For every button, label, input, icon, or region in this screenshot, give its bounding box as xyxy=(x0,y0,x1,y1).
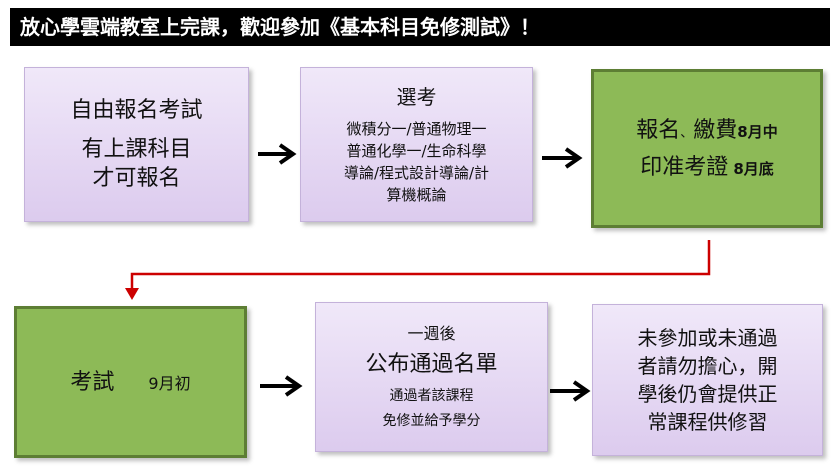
admission-ticket: 印准考證 xyxy=(640,154,729,180)
exam-date: 9月初 xyxy=(148,374,191,393)
notice-line2: 者請勿擔心，開 xyxy=(637,354,778,378)
select-line2: 普通化學一/生命科學 xyxy=(346,141,487,160)
exam-main: 考試 xyxy=(70,369,115,395)
payment-line1: 報名、繳費8月中 xyxy=(636,116,777,145)
select-line3: 導論/程式設計導論/計 xyxy=(343,163,490,182)
step-select-subject-box: 選考 微積分一/普通物理一 普通化學一/生命科學 導論/程式設計導論/計 算機概… xyxy=(300,67,533,222)
result-line4: 免修並給予學分 xyxy=(382,413,481,429)
payment-separator: 、 xyxy=(680,125,694,141)
result-line3: 通過者該課程 xyxy=(389,388,474,404)
select-line4: 算機概論 xyxy=(386,185,447,204)
arrow-right-icon xyxy=(256,142,298,166)
arrow-right-icon xyxy=(548,379,592,403)
payment-line2: 印准考證 8月底 xyxy=(640,153,774,182)
notice-line4: 常課程供修習 xyxy=(647,410,768,434)
step-notice-box: 未參加或未通過 者請勿擔心，開 學後仍會提供正 常課程供修習 xyxy=(592,304,823,456)
result-line2: 公布通過名單 xyxy=(365,352,498,377)
register-line2: 有上課科目 xyxy=(81,137,192,162)
select-heading: 選考 xyxy=(396,84,437,109)
register-line1: 自由報名考試 xyxy=(70,98,203,123)
payment-main: 報名 xyxy=(636,117,681,143)
admission-date: 8月底 xyxy=(733,159,774,178)
payment-date: 8月中 xyxy=(737,122,778,141)
register-line3: 才可報名 xyxy=(92,166,181,191)
payment-main2: 繳費 xyxy=(693,117,738,143)
arrow-right-icon xyxy=(258,374,304,398)
step-payment-box: 報名、繳費8月中 印准考證 8月底 xyxy=(591,69,823,228)
notice-line1: 未參加或未通過 xyxy=(637,326,778,350)
select-line1: 微積分一/普通物理一 xyxy=(346,119,487,138)
result-line1: 一週後 xyxy=(407,324,456,343)
step-exam-box: 考試 9月初 xyxy=(14,306,247,458)
page-title: 放心學雲端教室上完課，歡迎參加《基本科目免修測試》！ xyxy=(10,8,830,46)
notice-line3: 學後仍會提供正 xyxy=(637,382,778,406)
connector-arrow-icon xyxy=(120,240,720,304)
step-register-box: 自由報名考試 有上課科目 才可報名 xyxy=(24,67,249,222)
arrow-right-icon xyxy=(540,146,584,170)
step-result-box: 一週後 公布通過名單 通過者該課程 免修並給予學分 xyxy=(315,302,548,452)
